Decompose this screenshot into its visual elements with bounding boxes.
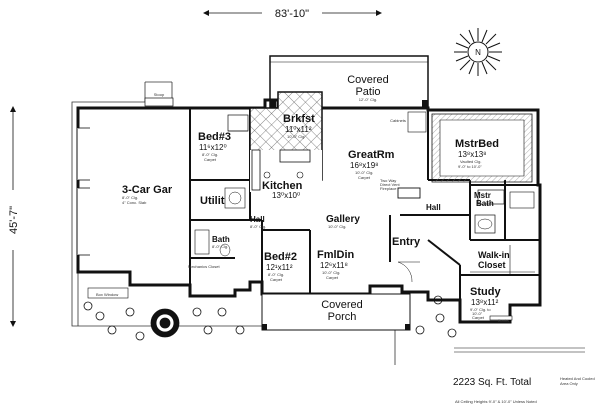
cabinets-label: Cabinets [390, 118, 406, 123]
bed-2-note-1: 8'-0" Clg. [268, 272, 284, 277]
mstr-bath-name2: Bath [476, 199, 494, 208]
bed-3-name: Bed#3 [198, 131, 231, 143]
great-room: GreatRm 16⁸x19⁸ 10'-0" Clg. Carpet Two W… [348, 111, 427, 199]
gallery: Gallery 10'-0" Clg. [326, 214, 360, 229]
sqft-total: 2223 Sq. Ft. Total [453, 377, 531, 388]
heated-note-2: Area Only [560, 381, 578, 386]
covered-porch-name: Covered [321, 299, 363, 311]
master-bedroom: MstrBed 13⁸x13⁸ Vaulted Clg. 9'-0" to 10… [431, 113, 533, 183]
walk-in-name: Walk-in [478, 250, 510, 260]
exterior-walls [76, 98, 542, 324]
north-label: N [475, 48, 481, 57]
north-sun-icon: N [454, 28, 502, 76]
entry-name: Entry [392, 236, 421, 248]
ceiling-note: All Ceiling Heights 9'-0" & 10'-0" Unles… [455, 399, 537, 404]
hall-left-name: Hall [250, 215, 265, 224]
hall-left-note: 8'-0" Clg. [250, 224, 266, 229]
depth-dimension: 45'-7" [8, 106, 20, 327]
study-size: 13⁸x11² [471, 298, 499, 307]
mech-closet-label: Mechanics Closet [188, 264, 220, 269]
kitchen: Kitchen 13⁰x10⁰ [250, 149, 322, 200]
kitchen-size: 13⁰x10⁰ [272, 191, 300, 200]
mstrbed-size: 13⁸x13⁸ [458, 150, 487, 159]
bookcases-label: Books [498, 318, 509, 323]
greatrm-size: 16⁸x19⁸ [350, 161, 379, 170]
stoop-label: Stoop [154, 92, 165, 97]
box-window: Box Window [87, 287, 129, 299]
bed-2-name: Bed#2 [264, 251, 297, 263]
greatrm-note-1: 10'-0" Clg. [355, 170, 373, 175]
covered-patio-name2: Patio [355, 86, 380, 98]
depth-dimension-label: 45'-7" [8, 206, 20, 234]
hall-right-name: Hall [426, 203, 441, 212]
garage-note-2: 4" Conc. Slab [122, 200, 147, 205]
kitchen-name: Kitchen [262, 180, 303, 192]
covered-porch-name2: Porch [328, 311, 357, 323]
mstr-bath-name: Mstr [474, 191, 491, 200]
bed-2-note-2: Carpet [270, 277, 283, 282]
bed-2: Bed#2 12¹x11² 8'-0" Clg. Carpet [264, 251, 297, 282]
study: Study 13⁸x11² 9'-0" Clg. to 10'-0" Carpe… [460, 274, 540, 323]
greatrm-fireplace-2: Direct Vent [380, 182, 400, 187]
width-dimension-label: 83'-10" [275, 8, 309, 20]
greatrm-fireplace-3: Fireplace [380, 186, 397, 191]
bed-3-size: 11⁶x12⁰ [199, 143, 227, 152]
mstrbed-note-1: Vaulted Clg. [460, 159, 482, 164]
gallery-name: Gallery [326, 214, 360, 225]
study-note-3: Carpet [472, 315, 485, 320]
mstrbed-note-2: 9'-0" to 10'-0" [458, 164, 482, 169]
utility: Utility [200, 187, 246, 209]
bed-3-note-2: Carpet [204, 157, 217, 162]
master-bath: Mstr Bath [474, 189, 535, 234]
study-note-1: 9'-0" Clg. to [470, 307, 491, 312]
fmldin-note-1: 10'-0" Clg. [322, 270, 340, 275]
brkfst-name: Brkfst [283, 113, 315, 125]
bath-left-note: 8'-0" Clg. [212, 244, 228, 249]
width-dimension: 83'-10" [203, 8, 382, 20]
walk-in-closet: Walk-in Closet [470, 245, 535, 275]
garage-name: 3-Car Gar [122, 184, 173, 196]
utility-name: Utility [200, 195, 231, 207]
fmldin-note-2: Carpet [326, 275, 339, 280]
brkfst-size: 11⁰x11² [285, 125, 312, 134]
bed-3: Bed#3 11⁶x12⁰ 8'-0" Clg. Carpet [198, 114, 249, 162]
mstrbed-name: MstrBed [455, 138, 499, 150]
study-note-2: 10'-0" [472, 311, 483, 316]
gallery-note: 10'-0" Clg. [328, 224, 346, 229]
landscaping [83, 295, 457, 341]
study-name: Study [470, 286, 501, 298]
walk-in-name2: Closet [478, 260, 506, 270]
formal-dining: FmlDin 12⁶x11⁸ 10'-0" Clg. Carpet [317, 249, 355, 280]
entry: Entry [392, 236, 421, 283]
covered-patio-note: 12'-0" Clg. [359, 97, 377, 102]
garage-note-1: 8'-0" Clg. [122, 195, 138, 200]
brkfst-note: 10'-0" Clg. [287, 134, 305, 139]
greatrm-name: GreatRm [348, 149, 395, 161]
bath-left-name: Bath [212, 235, 230, 244]
covered-porch: Covered Porch [261, 293, 411, 331]
greatrm-note-2: Carpet [358, 175, 371, 180]
fmldin-size: 12⁶x11⁸ [320, 261, 348, 270]
bed-2-size: 12¹x11² [266, 263, 293, 272]
hall-right: Hall [426, 203, 441, 212]
covered-patio: Covered Patio 12'-0" Clg. [269, 55, 429, 109]
fmldin-name: FmlDin [317, 249, 355, 261]
totals: 2223 Sq. Ft. Total Heated And Cooled Are… [453, 347, 595, 404]
box-window-label: Box Window [96, 292, 118, 297]
heated-note-1: Heated And Cooled [560, 376, 595, 381]
hall-left: Hall 8'-0" Clg. [250, 215, 266, 229]
covered-patio-name: Covered [347, 74, 389, 86]
bed-3-note-1: 8'-0" Clg. [202, 152, 218, 157]
garage: 3-Car Gar 8'-0" Clg. 4" Conc. Slab Stoop [77, 92, 190, 269]
greatrm-fireplace-1: Two Way [380, 178, 396, 183]
bath-left: Bath 8'-0" Clg. Mechanics Closet [188, 229, 231, 269]
